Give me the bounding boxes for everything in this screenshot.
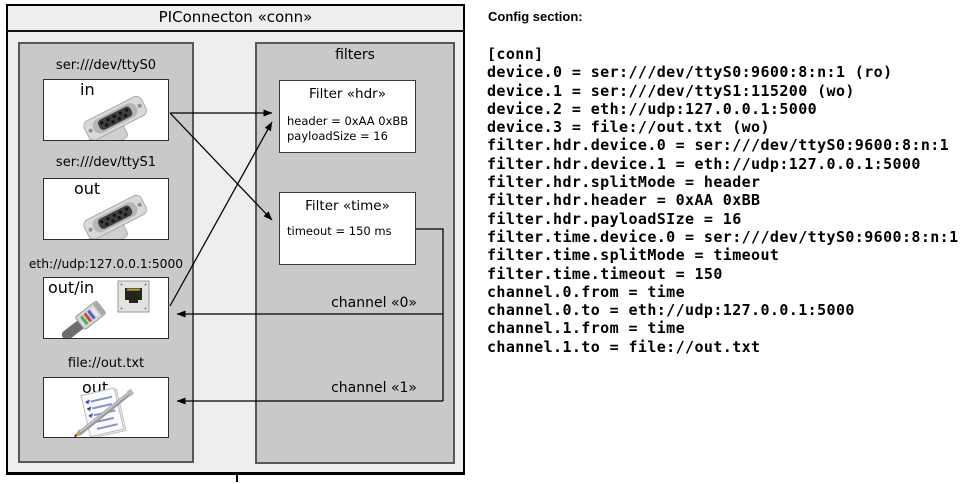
device-box-ttyS1: out [43, 178, 169, 240]
device-box-file: out [43, 377, 169, 438]
channel-0-label: channel «0» [331, 295, 417, 311]
filter-attribute: payloadSize = 16 [287, 129, 388, 143]
filter-attribute: header = 0xAA 0xBB [287, 114, 409, 128]
serial-connector-photo [76, 194, 147, 239]
ethernet-connector-photo [61, 280, 150, 338]
filter-title: Filter «hdr» [309, 86, 386, 102]
device-box-ttyS0: in [43, 79, 169, 141]
device-box-eth: out/in [43, 277, 169, 339]
serial-connector-photo [76, 95, 147, 140]
filter-time-box: Filter «time» timeout = 150 ms [279, 192, 416, 265]
device-mode-label: out [74, 179, 101, 198]
filter-title: Filter «time» [305, 198, 390, 214]
device-address-label: ser:///dev/ttyS0 [55, 58, 157, 73]
bottom-tick-mark [236, 473, 238, 482]
config-text: [conn] device.0 = ser:///dev/ttyS0:9600:… [487, 45, 959, 356]
filter-hdr-box: Filter «hdr» header = 0xAA 0xBB payloadS… [279, 80, 416, 153]
notepad-pencil-photo [74, 387, 135, 437]
filters-panel-title: filters [335, 47, 375, 63]
diagram-title: PIConnecton «conn» [6, 4, 465, 32]
device-address-label: file://out.txt [67, 356, 145, 371]
device-mode-label: in [80, 80, 95, 99]
filter-attribute: timeout = 150 ms [287, 224, 392, 238]
device-address-label: ser:///dev/ttyS1 [55, 155, 157, 170]
config-section-heading: Config section: [488, 9, 583, 24]
device-mode-label: out/in [48, 278, 95, 297]
channel-1-label: channel «1» [331, 380, 417, 396]
device-address-label: eth://udp:127.0.0.1:5000 [28, 257, 184, 271]
